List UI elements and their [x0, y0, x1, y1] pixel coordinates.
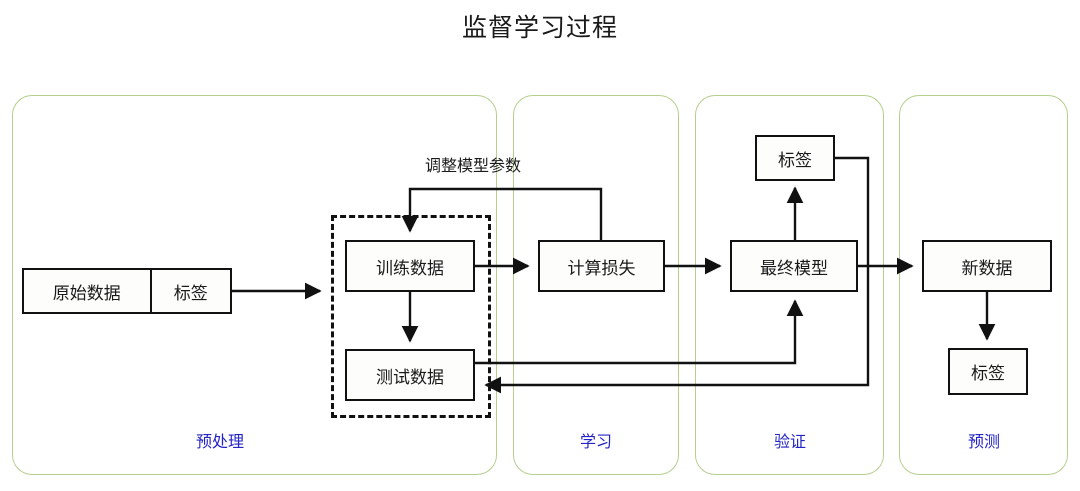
phase-label-preprocess: 预处理	[195, 432, 244, 451]
node-test-data[interactable]: 测试数据	[345, 349, 475, 401]
edge-label-adjust-params: 调整模型参数	[425, 156, 522, 175]
node-compute-loss[interactable]: 计算损失	[538, 240, 665, 292]
edge-loss-to-train-feedback	[401, 187, 603, 240]
phase-label-prediction: 预测	[967, 432, 1000, 451]
node-validation-label[interactable]: 标签	[755, 135, 835, 181]
phase-container-validation	[695, 95, 884, 475]
phase-label-validation: 验证	[773, 432, 806, 451]
phase-label-learning: 学习	[579, 432, 612, 451]
node-predicted-label[interactable]: 标签	[948, 348, 1028, 395]
node-final-model[interactable]: 最终模型	[730, 240, 858, 292]
node-raw-label-cell: 标签	[173, 283, 208, 304]
node-raw-data-cell: 原始数据	[24, 270, 152, 312]
node-train-data[interactable]: 训练数据	[345, 240, 475, 292]
node-new-data[interactable]: 新数据	[922, 240, 1052, 292]
phase-container-prediction	[899, 95, 1068, 475]
phase-container-learning	[513, 95, 679, 475]
phase-container-preprocess	[12, 95, 497, 475]
edge-test-to-model	[475, 299, 804, 365]
node-raw-data-with-label[interactable]: 原始数据 标签	[22, 268, 232, 314]
page-title: 监督学习过程	[461, 13, 618, 42]
edge-label-to-test-feedback	[484, 156, 870, 394]
